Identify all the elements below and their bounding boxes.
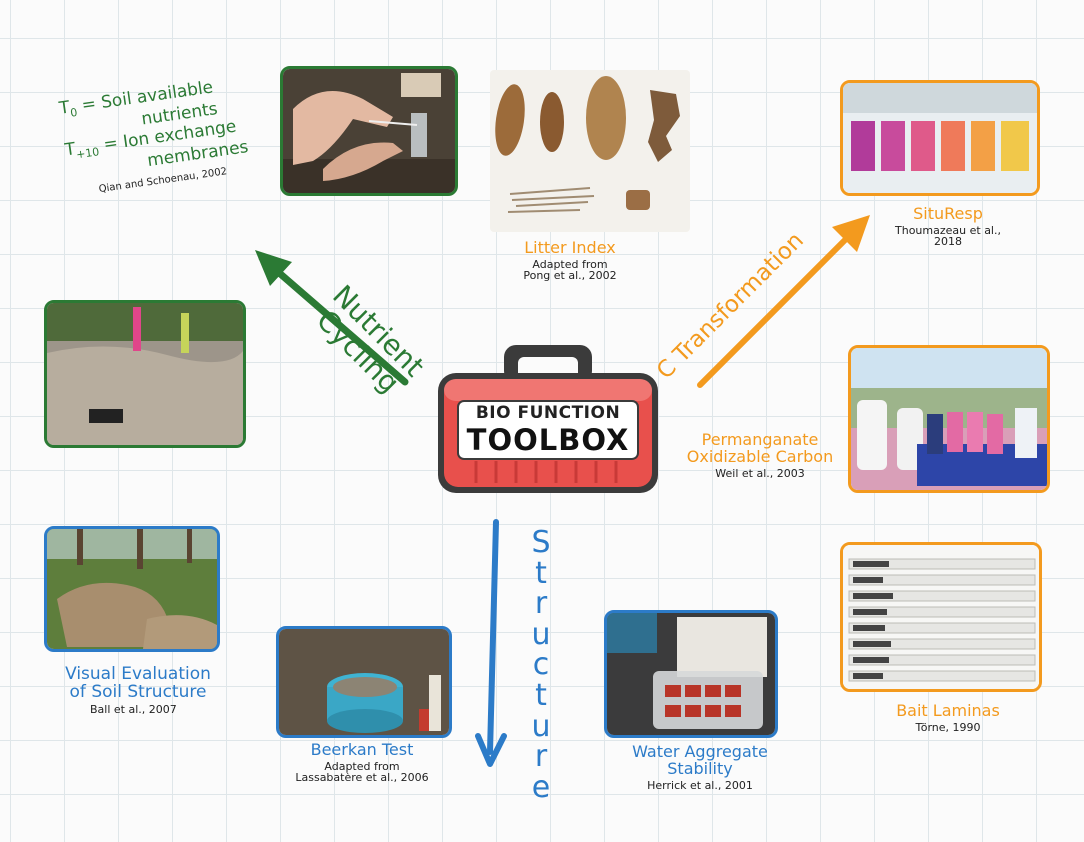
bait-laminas-photo — [840, 542, 1042, 692]
beerkan-cite1: Adapted from — [324, 759, 400, 773]
bait-laminas-caption: Bait Laminas Törne, 1990 — [868, 701, 1028, 734]
ion-exchange-photo — [280, 66, 458, 196]
structure-letter: t — [535, 677, 547, 713]
litter-leaves-image — [490, 70, 690, 232]
structure-letter: S — [531, 525, 551, 560]
situresp-cite1: Thoumazeau et al., — [895, 223, 1001, 237]
structure-letter: t — [535, 555, 547, 591]
water-aggregate-title2: Stability — [667, 758, 733, 778]
c-transformation-arrow — [697, 215, 870, 388]
litter-index-cite1: Adapted from — [532, 257, 608, 271]
situresp-caption: SituResp Thoumazeau et al., 2018 — [868, 204, 1028, 249]
permanganate-cite: Weil et al., 2003 — [715, 466, 805, 480]
water-aggregate-caption: Water Aggregate Stability Herrick et al.… — [610, 742, 790, 792]
structure-letter: r — [534, 586, 548, 622]
water-aggregate-photo — [604, 610, 778, 738]
bait-laminas-title: Bait Laminas — [896, 701, 1000, 720]
structure-letter: e — [531, 769, 551, 805]
toolbox-icon — [438, 345, 658, 493]
situresp-vials-image — [843, 83, 1037, 193]
permanganate-image — [851, 348, 1047, 490]
situresp-title: SituResp — [913, 204, 983, 223]
beerkan-image — [279, 629, 449, 735]
t0-subscript: 0 — [69, 105, 79, 120]
structure-letter: r — [534, 739, 548, 775]
bait-laminas-image — [843, 545, 1039, 689]
litter-index-photo — [490, 70, 690, 232]
toolbox-title-line2: TOOLBOX — [466, 423, 630, 457]
vess-title1: Visual Evaluation — [65, 664, 211, 684]
water-aggregate-image — [607, 613, 775, 735]
structure-arrow — [475, 519, 507, 767]
permanganate-title2: Oxidizable Carbon — [686, 446, 834, 466]
structure-label: S t r u c t u r e — [526, 525, 556, 805]
beerkan-cite2: Lassabatère et al., 2006 — [295, 771, 429, 785]
structure-letter: c — [532, 647, 550, 683]
beerkan-caption: Beerkan Test Adapted from Lassabatère et… — [272, 740, 452, 785]
t10-subscript: +10 — [75, 144, 101, 161]
permanganate-caption: Permanganate Oxidizable Carbon Weil et a… — [680, 430, 840, 480]
litter-index-title: Litter Index — [524, 238, 616, 257]
vess-image — [47, 529, 217, 649]
structure-letter: u — [531, 708, 551, 744]
permanganate-photo — [848, 345, 1050, 493]
toolbox: BIO FUNCTION TOOLBOX — [436, 343, 660, 495]
structure-letter: u — [531, 616, 551, 652]
beerkan-title: Beerkan Test — [310, 740, 414, 759]
situresp-photo — [840, 80, 1040, 196]
permanganate-title1: Permanganate — [701, 430, 819, 449]
beerkan-photo — [276, 626, 452, 738]
vess-photo — [44, 526, 220, 652]
vess-caption: Visual Evaluation of Soil Structure Ball… — [50, 664, 226, 716]
vess-cite: Ball et al., 2007 — [90, 702, 177, 716]
ion-exchange-image — [283, 69, 455, 193]
vess-title2: of Soil Structure — [69, 681, 207, 702]
situresp-cite2: 2018 — [934, 235, 962, 249]
water-aggregate-cite: Herrick et al., 2001 — [647, 778, 753, 792]
litter-index-caption: Litter Index Adapted from Pong et al., 2… — [490, 238, 650, 283]
litter-index-cite2: Pong et al., 2002 — [523, 269, 617, 283]
nutrient-cycling-arrow — [255, 250, 409, 386]
bait-laminas-cite: Törne, 1990 — [915, 720, 981, 734]
soil-membrane-photo — [44, 300, 246, 448]
soil-membrane-image — [47, 303, 243, 445]
water-aggregate-title1: Water Aggregate — [632, 742, 768, 761]
toolbox-title-line1: BIO FUNCTION — [475, 403, 621, 423]
